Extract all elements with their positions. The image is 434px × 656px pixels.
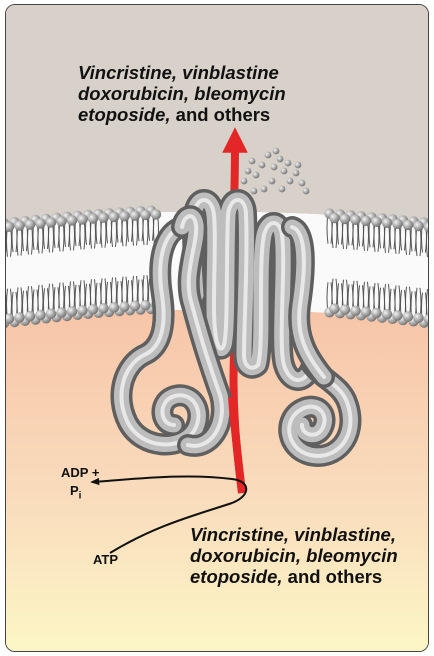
free-lipid-head (259, 162, 266, 169)
lipid-head (329, 304, 339, 314)
lipid-head (98, 303, 108, 313)
free-lipid-head (303, 188, 310, 195)
pi-subscript: i (79, 491, 82, 502)
lipid-head (382, 218, 392, 228)
lipid-head (56, 307, 66, 317)
diagram-frame: Vincristine, vinblastine doxorubicin, bl… (5, 4, 429, 652)
lipid-head (35, 310, 45, 320)
bottom-label-others: and others (283, 566, 383, 587)
lipid-head (382, 309, 392, 319)
lipid-head (77, 305, 87, 315)
free-lipid-head (281, 168, 288, 175)
free-lipid-head (251, 188, 258, 195)
top-label-etoposide: etoposide, (78, 104, 171, 125)
bottom-label-line-3: etoposide, and others (190, 566, 429, 587)
lipid-head (130, 301, 140, 311)
lipid-head (403, 220, 413, 230)
lipid-head (119, 301, 129, 311)
lipid-head (413, 313, 423, 323)
lipid-head (98, 213, 108, 223)
free-lipid-head (249, 158, 256, 165)
pi-label: Pi (70, 483, 81, 502)
free-lipid-head (245, 168, 252, 175)
lipid-head (35, 218, 45, 228)
lipid-head (67, 306, 77, 316)
lipid-head (403, 311, 413, 321)
lipid-head (140, 300, 150, 310)
lipid-head (14, 220, 24, 230)
free-lipid-head (273, 148, 280, 155)
free-lipid-head (241, 178, 248, 185)
lipid-head (25, 219, 35, 229)
lipid-head (109, 302, 119, 312)
bottom-label-line-2: doxorubicin, bleomycin (190, 545, 429, 566)
lipid-head (361, 216, 371, 226)
lipid-head (88, 213, 98, 223)
free-lipid-head (287, 178, 294, 185)
lipid-head (14, 312, 24, 322)
lipid-head (392, 219, 402, 229)
top-label-line-2: doxorubicin, bleomycin (78, 83, 408, 104)
free-lipid-head (269, 178, 276, 185)
free-lipid-head (285, 160, 292, 167)
drug-list-extracellular: Vincristine, vinblastine doxorubicin, bl… (78, 62, 408, 125)
lipid-head (109, 212, 119, 222)
adp-label: ADP + (61, 465, 99, 480)
lipid-head (46, 217, 56, 227)
lipid-head (329, 213, 339, 223)
atp-label: ATP (93, 552, 118, 567)
free-lipid-head (279, 186, 286, 193)
free-lipid-head (271, 164, 278, 171)
bottom-label-line-1: Vincristine, vinblastine, (190, 524, 429, 545)
free-lipid-head (299, 180, 306, 187)
lipid-head (340, 305, 350, 315)
lipid-head (67, 215, 77, 225)
lipid-head (25, 311, 35, 321)
lipid-head (350, 215, 360, 225)
lipid-head (77, 214, 87, 224)
drug-list-intracellular: Vincristine, vinblastine, doxorubicin, b… (190, 524, 429, 587)
lipid-head (413, 221, 423, 231)
lipid-head (88, 304, 98, 314)
lipid-head (46, 309, 56, 319)
top-label-line-1: Vincristine, vinblastine (78, 62, 408, 83)
lipid-head (371, 217, 381, 227)
top-label-line-3: etoposide, and others (78, 104, 408, 125)
free-lipid-head (293, 170, 300, 177)
lipid-head (151, 209, 161, 219)
lipid-head (56, 216, 66, 226)
lipid-head (392, 310, 402, 320)
free-lipid-head (277, 156, 284, 163)
free-lipid-head (253, 172, 260, 179)
pi-main: P (70, 483, 79, 498)
lipid-head (350, 306, 360, 316)
free-lipid-head (265, 152, 272, 159)
lipid-head (140, 210, 150, 220)
lipid-head (371, 308, 381, 318)
lipid-head (361, 307, 371, 317)
lipid-head (130, 210, 140, 220)
lipid-head (119, 211, 129, 221)
top-label-others: and others (171, 104, 271, 125)
bottom-label-etoposide: etoposide, (190, 566, 283, 587)
lipid-head (340, 214, 350, 224)
free-lipid-head (295, 162, 302, 169)
free-lipid-head (261, 186, 268, 193)
